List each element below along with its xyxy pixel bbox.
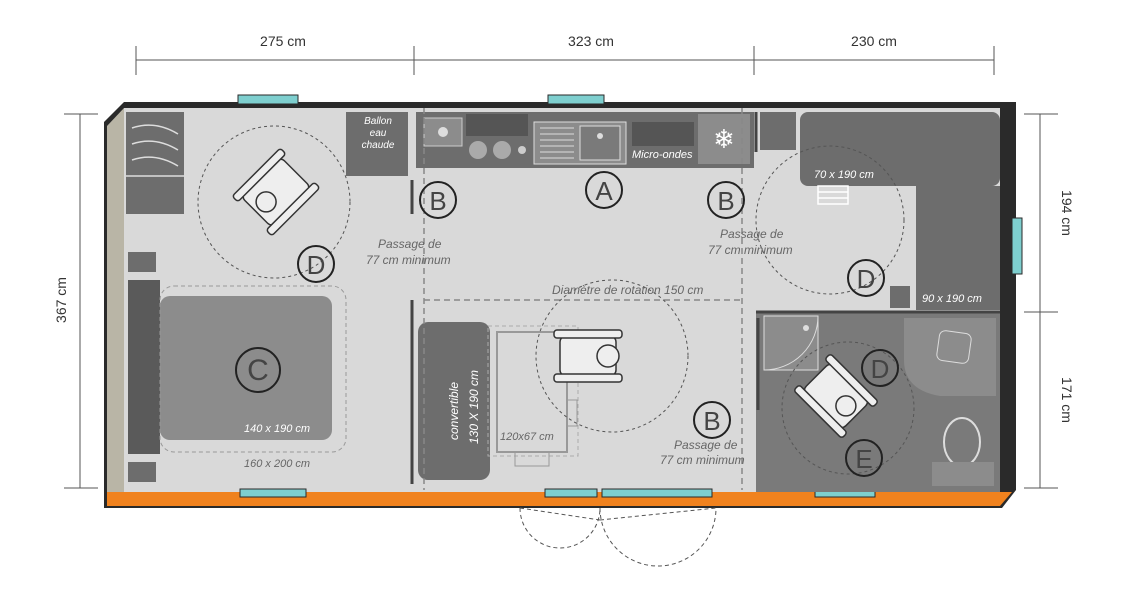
dim-top-middle: 323 cm bbox=[568, 33, 614, 49]
zone-b-left: B bbox=[429, 186, 446, 216]
windows bbox=[237, 94, 1023, 498]
ladder bbox=[817, 185, 849, 205]
convertible-sofa bbox=[418, 322, 490, 480]
bed-70 bbox=[800, 112, 1000, 186]
nightstand-top bbox=[128, 252, 156, 272]
zone-a: A bbox=[595, 176, 613, 206]
dim-right-upper: 194 cm bbox=[1059, 190, 1075, 236]
passage-right-2: 77 cm minimum bbox=[708, 243, 793, 257]
bathroom-fixtures bbox=[763, 315, 996, 486]
svg-text:eau: eau bbox=[370, 128, 387, 139]
chair-right bbox=[566, 399, 578, 427]
wheelchair-icon bbox=[553, 329, 623, 383]
bed-160-label: 160 x 200 cm bbox=[244, 458, 310, 470]
small-box bbox=[890, 286, 910, 308]
water-heater: Ballon eau chaude bbox=[346, 112, 408, 176]
wheelchair-icon bbox=[794, 354, 878, 438]
passage-left-2: 77 cm minimum bbox=[366, 253, 451, 267]
bed-160-outline bbox=[159, 285, 347, 453]
table-outline bbox=[487, 325, 579, 457]
left-wall-side bbox=[107, 108, 124, 506]
zone-d-right: D bbox=[857, 264, 876, 294]
diametre-label: Diamètre de rotation 150 cm bbox=[552, 283, 703, 297]
zone-e: E bbox=[855, 444, 872, 474]
dim-top-left: 275 cm bbox=[260, 33, 306, 49]
wardrobe-right bbox=[916, 186, 1000, 310]
dim-top-right: 230 cm bbox=[851, 33, 897, 49]
convertible-label-1: convertible bbox=[447, 382, 461, 440]
bed-140-label: 140 x 190 cm bbox=[244, 423, 310, 435]
bed-90-label: 90 x 190 cm bbox=[922, 293, 982, 305]
passage-bottom-2: 77 cm minimum bbox=[660, 453, 745, 467]
cabinet-right bbox=[760, 112, 796, 150]
dim-left-height: 367 cm bbox=[53, 277, 69, 323]
turning-circles bbox=[197, 125, 915, 475]
snowflake-icon: ❄ bbox=[713, 125, 735, 155]
zone-c: C bbox=[247, 354, 269, 387]
bed-70-label: 70 x 190 cm bbox=[814, 169, 874, 181]
deck-strip bbox=[107, 492, 1012, 506]
micro-ondes-label: Micro-ondes bbox=[632, 149, 693, 161]
nightstand-bottom bbox=[128, 462, 156, 482]
convertible-label-2: 130 X 190 cm bbox=[467, 370, 481, 444]
svg-text:Ballon: Ballon bbox=[364, 116, 392, 127]
partitions bbox=[410, 112, 1000, 484]
wheelchair-icon bbox=[232, 148, 320, 236]
headboard bbox=[128, 280, 160, 454]
chair-bottom bbox=[514, 451, 550, 467]
zone-markers bbox=[235, 171, 899, 477]
circulation-lines bbox=[423, 108, 743, 490]
zone-b-bottom: B bbox=[703, 406, 720, 436]
svg-text:chaude: chaude bbox=[362, 140, 395, 151]
zone-d-left: D bbox=[307, 250, 326, 280]
bed-140 bbox=[160, 296, 332, 440]
door-swings bbox=[519, 507, 717, 567]
passage-bottom-1: Passage de bbox=[674, 438, 738, 452]
wardrobe-left bbox=[126, 112, 184, 214]
dim-right-lower: 171 cm bbox=[1059, 377, 1075, 423]
dimension-lines bbox=[64, 46, 1058, 489]
table-label: 120x67 cm bbox=[500, 431, 554, 443]
passage-left-1: Passage de bbox=[378, 237, 442, 251]
kitchen-counter: Micro-ondes ❄ bbox=[416, 112, 754, 168]
zone-d-bath: D bbox=[871, 354, 890, 384]
zone-b-right: B bbox=[717, 186, 734, 216]
passage-right-1: Passage de bbox=[720, 227, 784, 241]
